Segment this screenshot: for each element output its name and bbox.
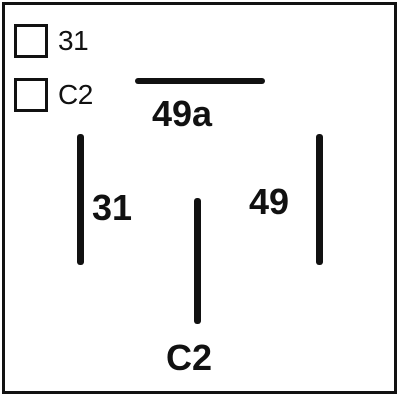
- pin-49-line: [316, 134, 323, 265]
- pin-49-label: 49: [249, 181, 290, 222]
- pin-49a-line: [135, 78, 265, 84]
- legend-item-c2: C2: [14, 76, 93, 114]
- legend-item-31: 31: [14, 22, 89, 60]
- pin-c2-line: [194, 198, 201, 324]
- pin-31-label: 31: [92, 187, 133, 228]
- pin-49a-label: 49a: [152, 93, 213, 134]
- legend-label-31: 31: [58, 25, 89, 56]
- legend-checkbox-31[interactable]: [14, 24, 48, 58]
- legend-checkbox-c2[interactable]: [14, 78, 48, 112]
- legend-label-c2: C2: [58, 79, 93, 110]
- pin-c2-label: C2: [166, 337, 213, 378]
- pin-31-line: [77, 134, 84, 265]
